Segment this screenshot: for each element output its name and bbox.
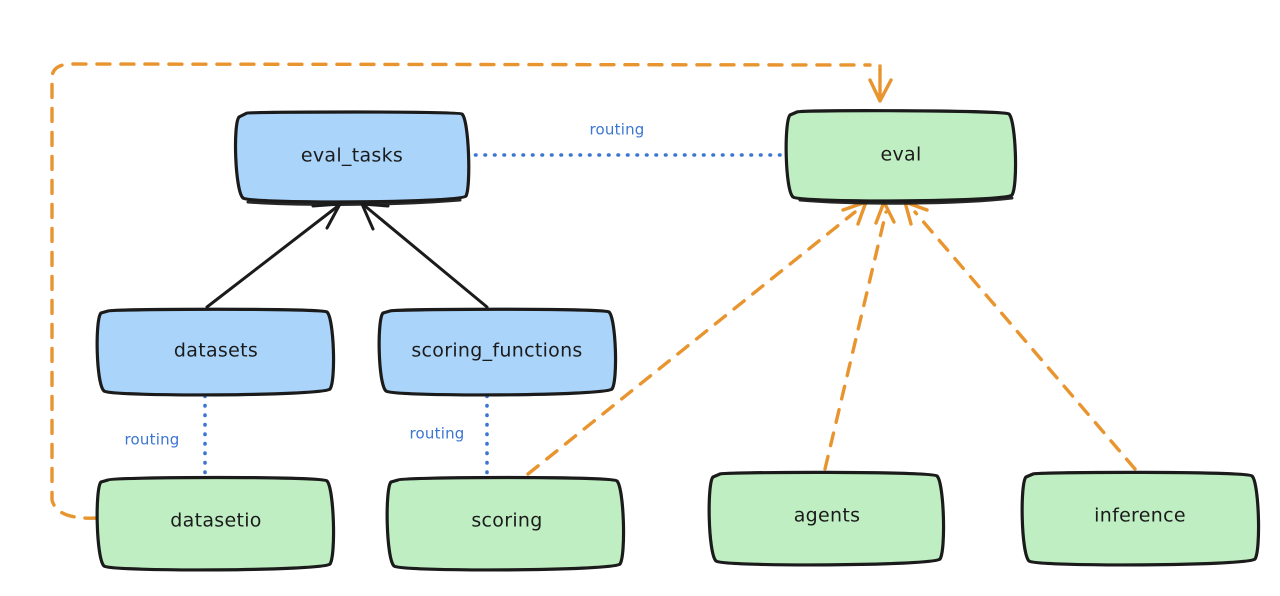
edge-eval-tasks-to-eval: routing — [464, 121, 788, 157]
node-inference[interactable]: inference — [1020, 470, 1261, 567]
edge-datasetio-to-eval — [50, 62, 893, 520]
edge-scoring-functions-to-eval-tasks — [360, 202, 489, 309]
node-label-datasets: datasets — [174, 340, 258, 362]
node-scoring-functions[interactable]: scoring_functions — [377, 307, 618, 397]
node-label-eval: eval — [880, 144, 921, 166]
edge-agents-to-eval — [823, 200, 896, 471]
node-label-eval-tasks: eval_tasks — [301, 145, 403, 167]
node-eval[interactable]: eval — [784, 109, 1018, 205]
node-label-scoring-functions: scoring_functions — [411, 340, 582, 362]
edge-label-routing-scoring-functions: routing — [410, 425, 465, 443]
edge-label-routing-eval-tasks: routing — [590, 121, 645, 139]
node-label-agents: agents — [794, 505, 861, 527]
edge-inference-to-eval — [903, 200, 1137, 471]
node-label-inference: inference — [1094, 505, 1186, 527]
edge-datasets-to-eval-tasks — [205, 202, 342, 309]
node-label-datasetio: datasetio — [170, 510, 261, 532]
node-datasets[interactable]: datasets — [95, 307, 336, 397]
node-eval-tasks[interactable]: eval_tasks — [233, 110, 471, 206]
edge-scoring-functions-to-scoring: routing — [410, 394, 489, 475]
edge-datasets-to-datasetio: routing — [125, 394, 207, 475]
node-scoring[interactable]: scoring — [385, 475, 626, 572]
edge-label-routing-datasets: routing — [125, 431, 180, 449]
node-agents[interactable]: agents — [707, 470, 946, 567]
node-datasetio[interactable]: datasetio — [95, 475, 336, 572]
node-label-scoring: scoring — [471, 510, 542, 532]
